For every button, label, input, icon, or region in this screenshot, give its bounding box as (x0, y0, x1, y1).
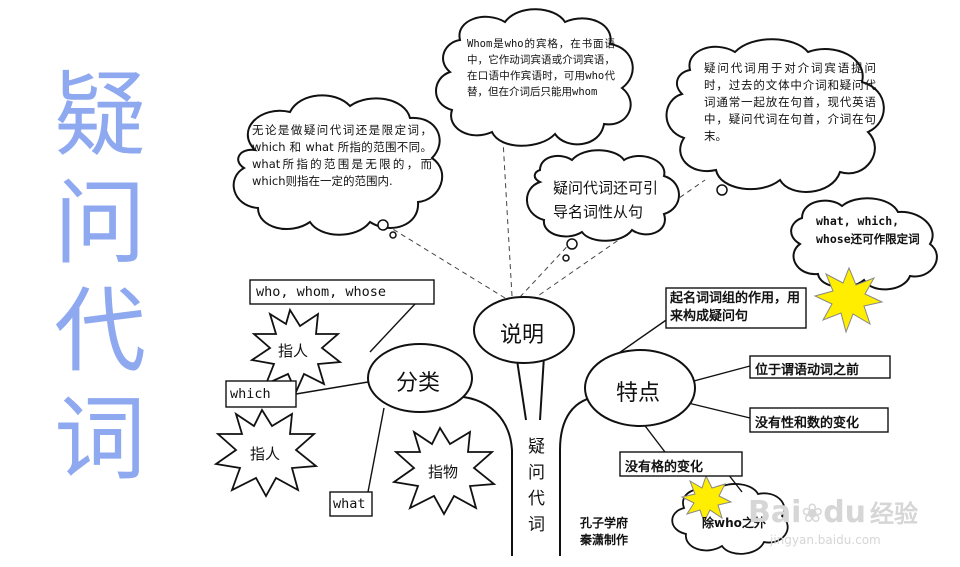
trunk-char-2: 问 (528, 463, 545, 483)
watermark-url: jingyan.baidu.com (770, 533, 881, 547)
feature-noun-phrase: 起名词词组的作用，用来构成疑问句 (670, 291, 801, 324)
star-label-person-1: 指人 (278, 342, 309, 360)
node-shuoming-shape (473, 296, 575, 364)
burst-star-what (391, 426, 497, 516)
label-which: which (230, 386, 271, 402)
watermark-paw-icon: ❀ (801, 499, 824, 529)
node-fenlei-shape (367, 343, 473, 413)
star-label-thing: 指物 (428, 463, 459, 481)
node-tedian-shape (584, 349, 696, 427)
cloud-middle (526, 149, 680, 262)
classification-connectors (295, 303, 416, 493)
watermark-brand-right: du (823, 495, 867, 530)
label-who-whom-whose: who, whom, whose (256, 284, 387, 300)
note-whom: Whom是who的宾格，在书面语中，它作动词宾语或介词宾语，在口语中作宾语时，可… (467, 38, 615, 98)
label-boxes (225, 279, 891, 517)
cloud-left (232, 94, 444, 239)
feature-no-case: 没有格的变化 (625, 460, 704, 475)
title-char-2: 问 (53, 170, 146, 277)
trunk-char-4: 词 (528, 515, 545, 535)
author-line-2: 秦潇制作 (580, 533, 629, 547)
title-char-4: 词 (53, 386, 146, 493)
watermark-brand-cn: 经验 (870, 500, 919, 528)
title-char-3: 代 (53, 278, 146, 385)
cloud-limit (790, 197, 938, 291)
author-line-1: 孔子学府 (580, 516, 629, 530)
note-noun-clause: 疑问代词还可引导名词性从句 (553, 179, 659, 221)
yellow-star-1 (813, 266, 884, 334)
node-shuoming: 说明 (500, 323, 545, 348)
note-preposition: 疑问代词用于对介词宾语提问时，过去的文体中介词和疑问代词通常一起放在句首，现代英… (704, 61, 876, 143)
watermark-brand-left: Bai (748, 495, 802, 530)
node-tedian: 特点 (616, 381, 661, 406)
burst-star-which (213, 408, 319, 498)
trunk-char-3: 代 (528, 489, 545, 509)
star-label-person-2: 指人 (250, 445, 281, 463)
trunk-char-1: 疑 (528, 437, 545, 457)
cloud-right (665, 38, 885, 196)
note-which-what: 无论是做疑问代词还是限定词，which 和 what 所指的范围不同。what所… (252, 123, 432, 188)
node-fenlei: 分类 (396, 371, 441, 396)
note-exception: 除who之外 (702, 516, 766, 530)
feature-before-verb: 位于谓语动词之前 (755, 363, 860, 378)
yellow-star-2 (680, 474, 733, 524)
cloud-top (435, 8, 634, 147)
note-determiner: what, which, whose还可作限定词 (816, 214, 920, 246)
feature-no-gender-number: 没有性和数的变化 (755, 416, 860, 431)
title-char-1: 疑 (53, 62, 146, 169)
label-what: what (333, 496, 366, 512)
